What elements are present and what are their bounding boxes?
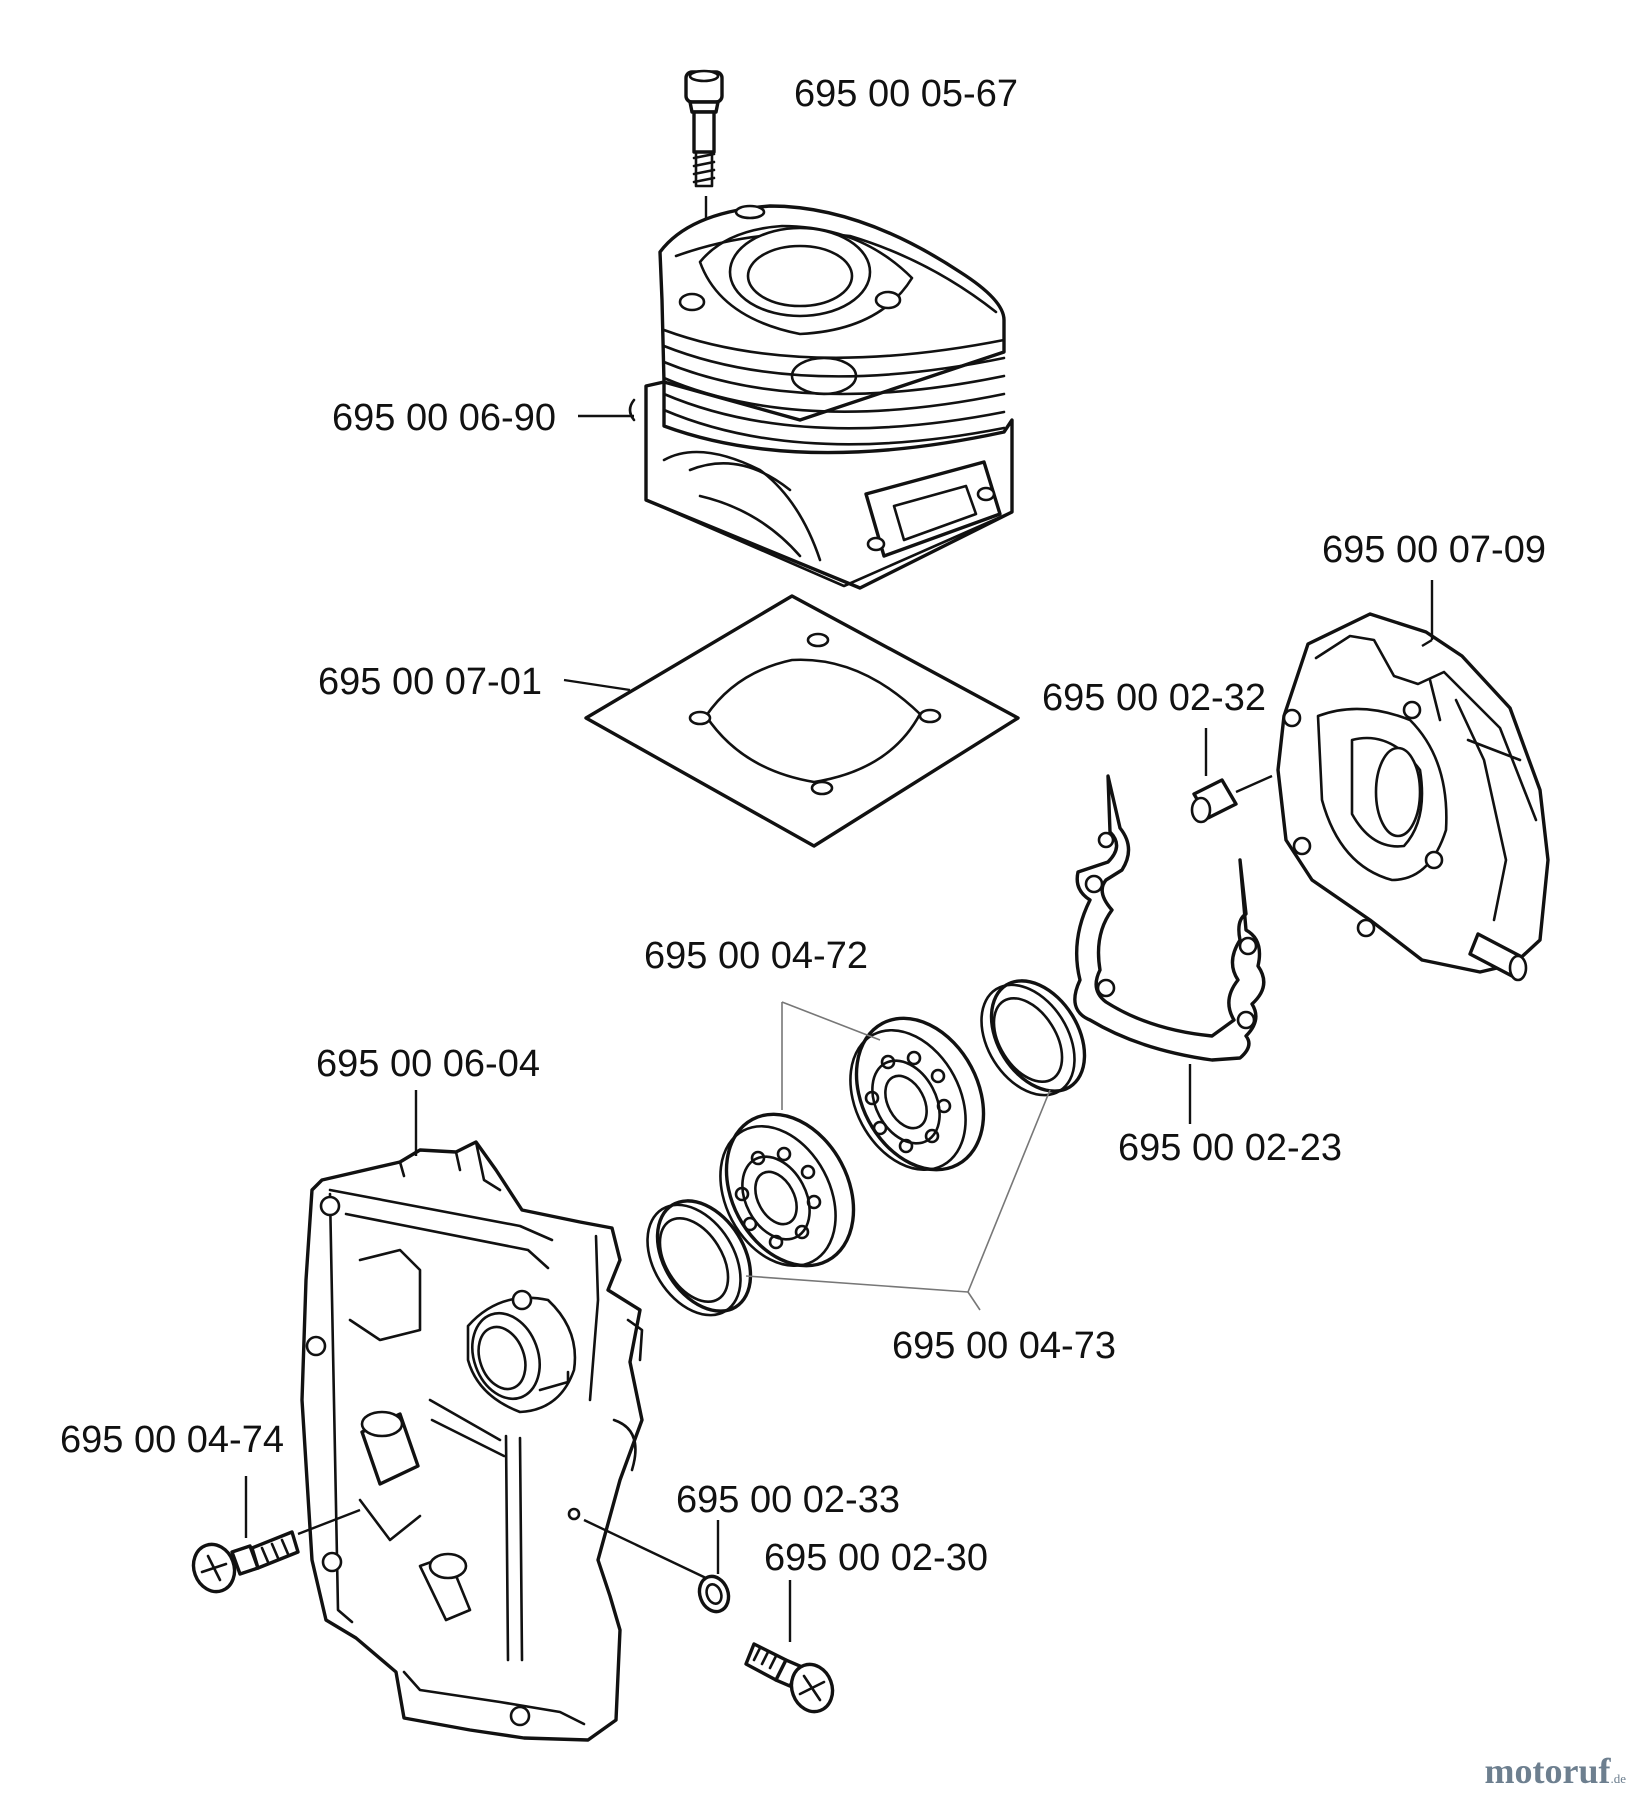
label-crankcase-left: 695 00 06-04 (316, 1043, 540, 1085)
label-crankcase-gasket: 695 00 02-23 (1118, 1127, 1342, 1169)
label-screw-left: 695 00 04-74 (60, 1419, 284, 1461)
washer-part[interactable] (695, 1572, 734, 1615)
guide-pin-part[interactable] (1190, 778, 1238, 824)
label-cylinder: 695 00 06-90 (332, 397, 556, 439)
crankcase-left-part[interactable] (300, 1140, 644, 1742)
watermark-brand: motoruf (1484, 1751, 1611, 1791)
watermark-suffix: .de (1610, 1771, 1626, 1786)
cylinder-part[interactable] (628, 204, 1014, 590)
label-bearings: 695 00 04-72 (644, 935, 868, 977)
seal-lower-part[interactable] (628, 1184, 769, 1332)
screw-left-part[interactable] (187, 1530, 300, 1597)
bolt-top-part[interactable] (684, 69, 724, 188)
seal-upper-part[interactable] (962, 964, 1103, 1112)
watermark-logo: motoruf.de (1485, 1750, 1627, 1792)
crankcase-gasket-part[interactable] (1073, 774, 1266, 1062)
crankcase-right-part[interactable] (1276, 612, 1550, 982)
base-gasket-part[interactable] (584, 594, 1020, 848)
label-screw-bottom: 695 00 02-30 (764, 1537, 988, 1579)
label-crankcase-right: 695 00 07-09 (1322, 529, 1546, 571)
label-seals: 695 00 04-73 (892, 1325, 1116, 1367)
label-base-gasket: 695 00 07-01 (318, 661, 542, 703)
label-washer: 695 00 02-33 (676, 1479, 900, 1521)
label-guide-pin: 695 00 02-32 (1042, 677, 1266, 719)
screw-bottom-part[interactable] (744, 1642, 839, 1717)
bearing-lower-part[interactable] (697, 1092, 878, 1288)
label-bolt-top: 695 00 05-67 (794, 73, 1018, 115)
bearing-upper-part[interactable] (827, 996, 1008, 1192)
